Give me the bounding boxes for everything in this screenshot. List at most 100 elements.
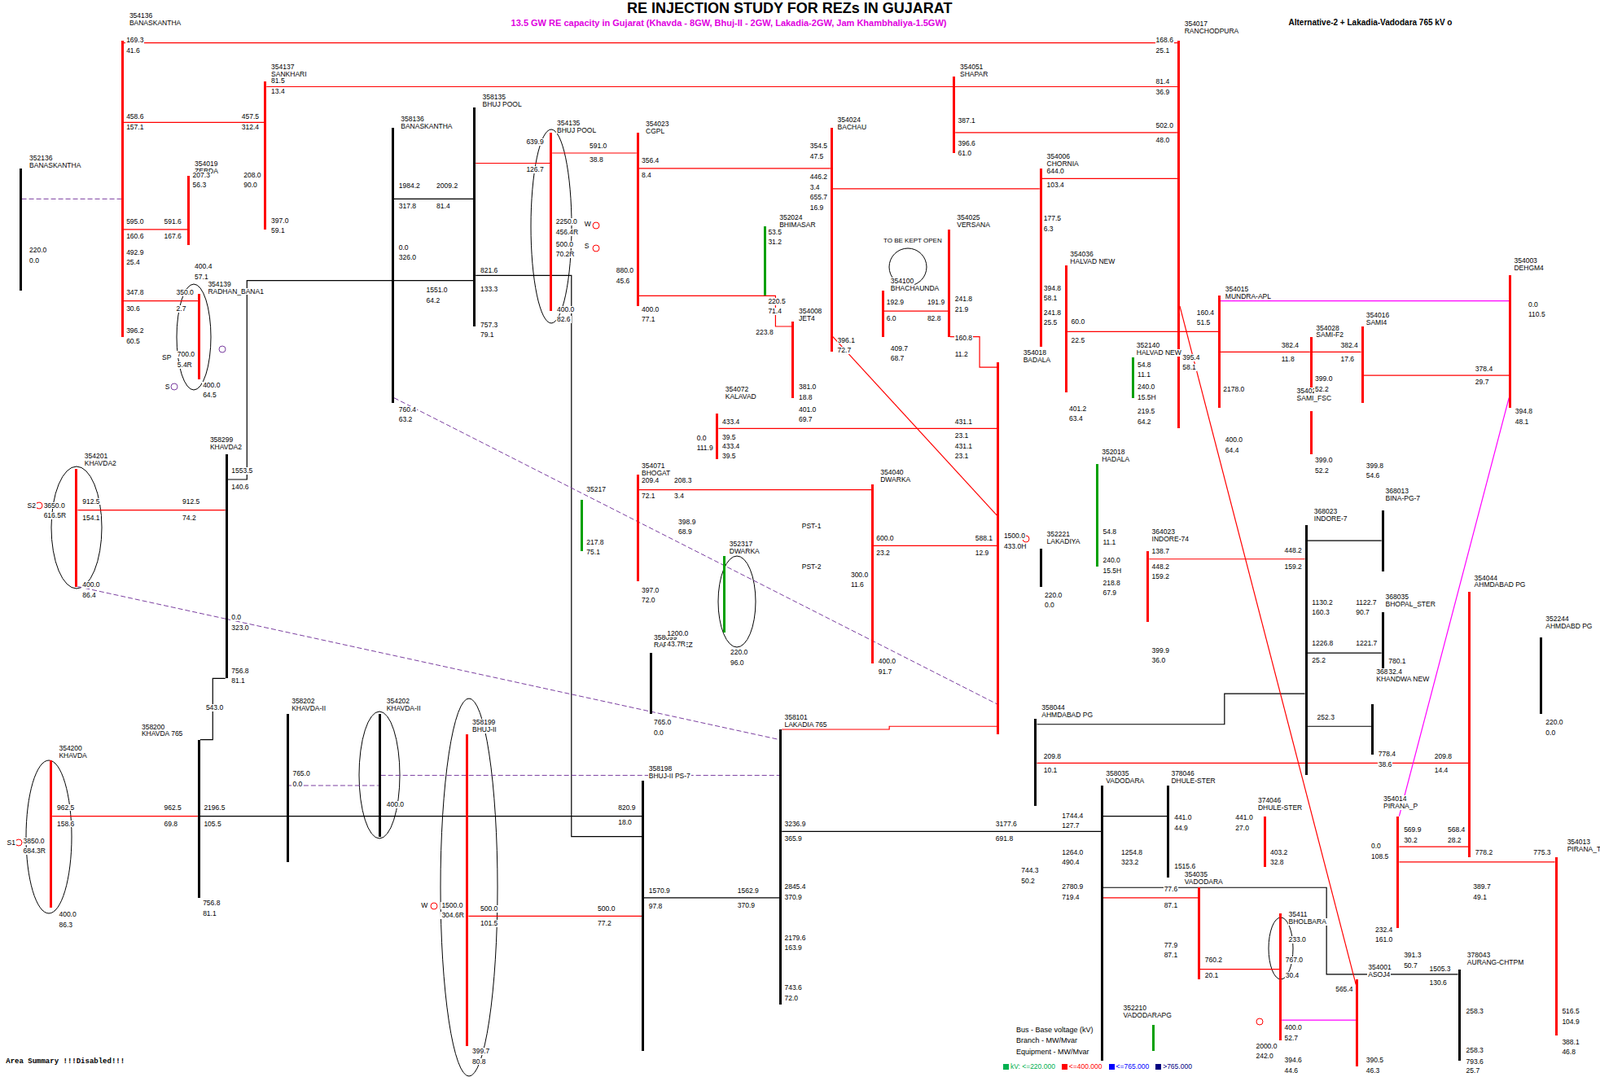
connector bbox=[1398, 846, 1469, 848]
flow-value: 3177.6 bbox=[995, 820, 1018, 829]
bus-id: 354019 bbox=[193, 160, 219, 168]
annotation: Bus - Base voltage (kV) bbox=[1015, 1026, 1095, 1035]
generator-symbol bbox=[15, 839, 22, 847]
bus-bar bbox=[1508, 275, 1512, 408]
bus-id: 354200 bbox=[57, 745, 83, 753]
flow-value: 38.8 bbox=[588, 156, 605, 164]
flow-value: 240.0 bbox=[1136, 383, 1156, 391]
bus-node: 354100BHACHAUNDA bbox=[889, 277, 941, 293]
flow-value: 158.6 bbox=[56, 820, 75, 829]
flow-value: 81.5 bbox=[270, 77, 286, 85]
annotation: Area Summary !!!Disabled!!! bbox=[4, 1058, 126, 1066]
flow-value: 391.3 bbox=[1402, 951, 1422, 960]
bus-node: 354040DWARKA bbox=[879, 469, 912, 484]
connector bbox=[644, 897, 780, 899]
connector bbox=[468, 916, 642, 917]
flow-value: 72.0 bbox=[783, 995, 799, 1003]
flow-value: 44.6 bbox=[1284, 1067, 1300, 1075]
bus-node: 352210VADODARAPG bbox=[1122, 1004, 1173, 1020]
flow-value: 45.6 bbox=[615, 277, 632, 285]
bus-bar bbox=[1100, 785, 1104, 1061]
bus-name: LAKADIA 765 bbox=[783, 721, 828, 729]
bus-id: 354201 bbox=[83, 452, 109, 461]
flow-value: 3236.9 bbox=[783, 820, 807, 829]
flow-value: 441.0 bbox=[1234, 814, 1254, 822]
flow-value: 38.6 bbox=[1377, 761, 1394, 769]
flow-value: 80.8 bbox=[471, 1058, 487, 1066]
flow-value: 30.2 bbox=[1402, 837, 1419, 845]
flow-value: 3850.0 bbox=[22, 837, 46, 846]
bus-name: BINA-PG-7 bbox=[1385, 495, 1422, 503]
bus-name: BADALA bbox=[1022, 356, 1053, 364]
bus-id: 352221 bbox=[1046, 530, 1071, 539]
bus-id: 354202 bbox=[385, 697, 411, 706]
flow-value: 90.0 bbox=[242, 181, 259, 189]
flow-value: 87.1 bbox=[1163, 902, 1180, 910]
legend-item: <=765.000 bbox=[1109, 1063, 1150, 1071]
flow-value: 108.5 bbox=[1370, 853, 1390, 861]
flow-value: 258.3 bbox=[1465, 1047, 1485, 1055]
flow-value: 778.4 bbox=[1377, 750, 1397, 759]
flow-value: 0.0 bbox=[696, 434, 708, 443]
flow-value: 86.4 bbox=[81, 591, 97, 600]
bus-name: DWARKA bbox=[728, 547, 761, 556]
bus-name: HADALA bbox=[1100, 455, 1131, 464]
flow-value: 1122.7 bbox=[1354, 599, 1377, 607]
bus-node: 354023CGPL bbox=[644, 120, 670, 136]
flow-value: 81.4 bbox=[1155, 78, 1171, 86]
bus-id: 368013 bbox=[1385, 487, 1410, 496]
group-ellipse bbox=[440, 698, 498, 1077]
flow-value: 691.8 bbox=[995, 835, 1014, 843]
bus-name: BHUJ-II bbox=[471, 726, 498, 734]
flow-value: 39.5 bbox=[721, 452, 737, 461]
bus-id: 354017 bbox=[1183, 20, 1209, 28]
flow-value: 18.0 bbox=[617, 819, 633, 827]
flow-value: 0.0 bbox=[291, 780, 303, 789]
bus-node: 354025VERSANA bbox=[955, 214, 991, 229]
flow-value: 5.4R bbox=[176, 361, 193, 369]
bus-id: 358136 bbox=[399, 115, 425, 123]
flow-value: 780.1 bbox=[1387, 657, 1407, 666]
flow-value: 192.9 bbox=[885, 298, 905, 307]
flow-value: 223.8 bbox=[754, 328, 774, 337]
flow-value: 765.0 bbox=[291, 770, 311, 778]
flow-value: 110.5 bbox=[1527, 311, 1547, 319]
flow-value: 14.4 bbox=[1433, 767, 1450, 775]
flow-value: 433.4 bbox=[721, 442, 741, 451]
flow-value: 400.0 bbox=[57, 911, 77, 919]
flow-value: 43.7R bbox=[666, 640, 687, 649]
bus-bar bbox=[723, 556, 726, 633]
connector bbox=[381, 775, 781, 776]
bus-bar bbox=[1555, 857, 1558, 1036]
flow-value: S2 bbox=[26, 502, 37, 510]
flow-value: 350.0 bbox=[175, 289, 195, 297]
bus-name: SAMI-F2 bbox=[1315, 331, 1345, 339]
flow-value: 1500.0 bbox=[1003, 532, 1026, 540]
flow-value: S1 bbox=[6, 839, 17, 847]
flow-value: 101.5 bbox=[479, 920, 499, 928]
flow-value: 378.4 bbox=[1474, 365, 1494, 373]
bus-bar bbox=[465, 734, 469, 1046]
bus-bar bbox=[830, 127, 833, 353]
bus-bar bbox=[1371, 704, 1374, 756]
flow-value: 347.8 bbox=[125, 289, 145, 297]
flow-value: 743.6 bbox=[783, 984, 803, 992]
bus-name: RANCHODPURA bbox=[1183, 27, 1241, 36]
bus-node: 354035VADODARA bbox=[1183, 871, 1224, 886]
flow-value: 167.6 bbox=[163, 232, 183, 241]
bus-id: 354051 bbox=[959, 63, 984, 71]
flow-value: 69.8 bbox=[163, 820, 180, 829]
bus-name: PIRANA_T bbox=[1566, 846, 1600, 854]
bus-bar bbox=[1034, 718, 1037, 807]
bus-id: 354139 bbox=[206, 280, 232, 289]
bus-node: 354018BADALA bbox=[1022, 349, 1053, 364]
connector bbox=[832, 337, 997, 516]
connector bbox=[200, 815, 642, 817]
flow-value: 396.6 bbox=[956, 140, 976, 148]
flow-value: 52.7 bbox=[1284, 1034, 1300, 1043]
flow-value: 159.2 bbox=[1151, 573, 1171, 581]
flow-value: 6.0 bbox=[885, 315, 898, 323]
annotation: Equipment - MW/Mvar bbox=[1015, 1048, 1091, 1057]
bus-node: 354136BANASKANTHA bbox=[128, 12, 182, 27]
